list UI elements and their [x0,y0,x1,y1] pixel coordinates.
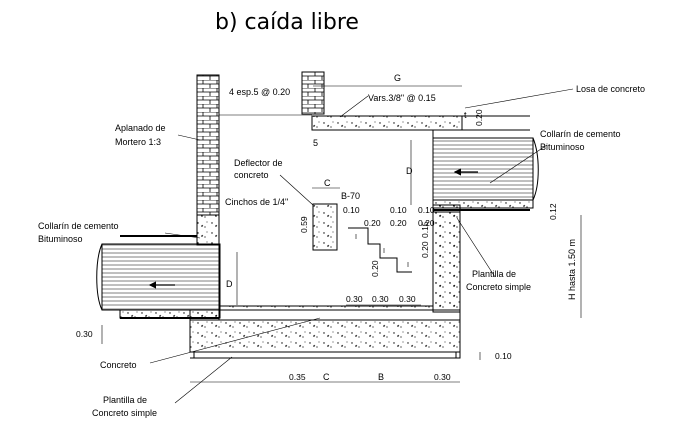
label-five: 5 [313,138,318,148]
label-D-left: D [226,279,233,289]
label-aplanado-1: Aplanado de [115,123,166,133]
label-t: t [464,110,467,120]
label-010-c: 0.10 [418,205,435,215]
leader-vars [339,95,369,118]
stairs [348,227,412,273]
label-C-bottom: C [323,372,330,382]
leader-concreto [149,317,321,364]
slab-right-flange [462,115,530,131]
label-020-top: 0.20 [474,109,484,126]
label-010-bottom: 0.10 [495,351,512,361]
label-030-left: 0.30 [76,329,93,339]
label-020-v2: 0.20 [420,241,430,258]
concrete-slab [311,115,463,131]
leader-collarin-right [489,144,548,184]
label-035: 0.35 [289,372,306,382]
label-aplanado-2: Mortero 1:3 [115,137,161,147]
inlet-pipe-left [96,235,221,319]
diagram-title: b) caída libre [215,10,359,35]
leader-collarin-left [164,232,201,239]
label-collarin-left-2: Bituminoso [38,234,83,244]
bottom-template [193,351,457,359]
label-collarin-right-1: Collarín de cemento [540,129,621,139]
outlet-pipe-right [432,137,539,211]
label-hasta: H hasta 1.50 m [567,239,577,300]
label-plantilla-left-2: Concreto simple [92,408,157,418]
label-deflector-1: Deflector de [234,158,283,168]
left-brick-wall [196,74,220,216]
concrete-deflector [312,203,338,251]
right-side-concrete [432,204,461,313]
label-030-a: 0.30 [346,294,363,304]
label-esp: 4 esp.5 @ 0.20 [229,87,290,97]
label-cinchos: Cinchos de 1/4" [225,197,288,207]
label-G: G [394,73,401,83]
label-015: 0.15 [420,221,430,238]
box-base-slab [189,319,461,353]
label-020-a: 0.20 [364,218,381,228]
label-plantilla-right-2: Concreto simple [466,282,531,292]
leader-deflector [279,174,314,206]
label-plantilla-right-1: Plantilla de [472,269,516,279]
leader-losa [464,88,574,109]
label-concreto: Concreto [100,360,137,370]
label-collarin-left-1: Collarín de cemento [38,221,119,231]
label-020-c: 0.20 [418,218,435,228]
label-D-right: D [406,166,413,176]
leader-plantilla-left [174,356,233,404]
right-brick-wall [301,71,325,115]
label-020-b: 0.20 [390,218,407,228]
label-010-a: 0.10 [343,205,360,215]
leader-aplanado [177,134,201,141]
label-030-bottom: 0.30 [434,372,451,382]
label-plantilla-left-1: Plantilla de [103,395,147,405]
step-markers [355,234,409,267]
label-020-v1: 0.20 [370,260,380,277]
label-030-c: 0.30 [399,294,416,304]
label-010-b: 0.10 [390,205,407,215]
label-012: 0.12 [548,203,558,220]
label-030-b: 0.30 [372,294,389,304]
label-B-bottom: B [378,372,384,382]
label-059: 0.59 [299,216,309,233]
label-losa: Losa de concreto [576,84,645,94]
label-deflector-2: concreto [234,170,269,180]
label-C-top: C [324,178,331,188]
label-vars: Vars.3/8" @ 0.15 [368,93,436,103]
label-collarin-right-2: Bituminoso [540,142,585,152]
label-b70: B-70 [341,191,360,201]
left-side-concrete [196,214,220,246]
leader-plantilla-right [456,217,496,278]
